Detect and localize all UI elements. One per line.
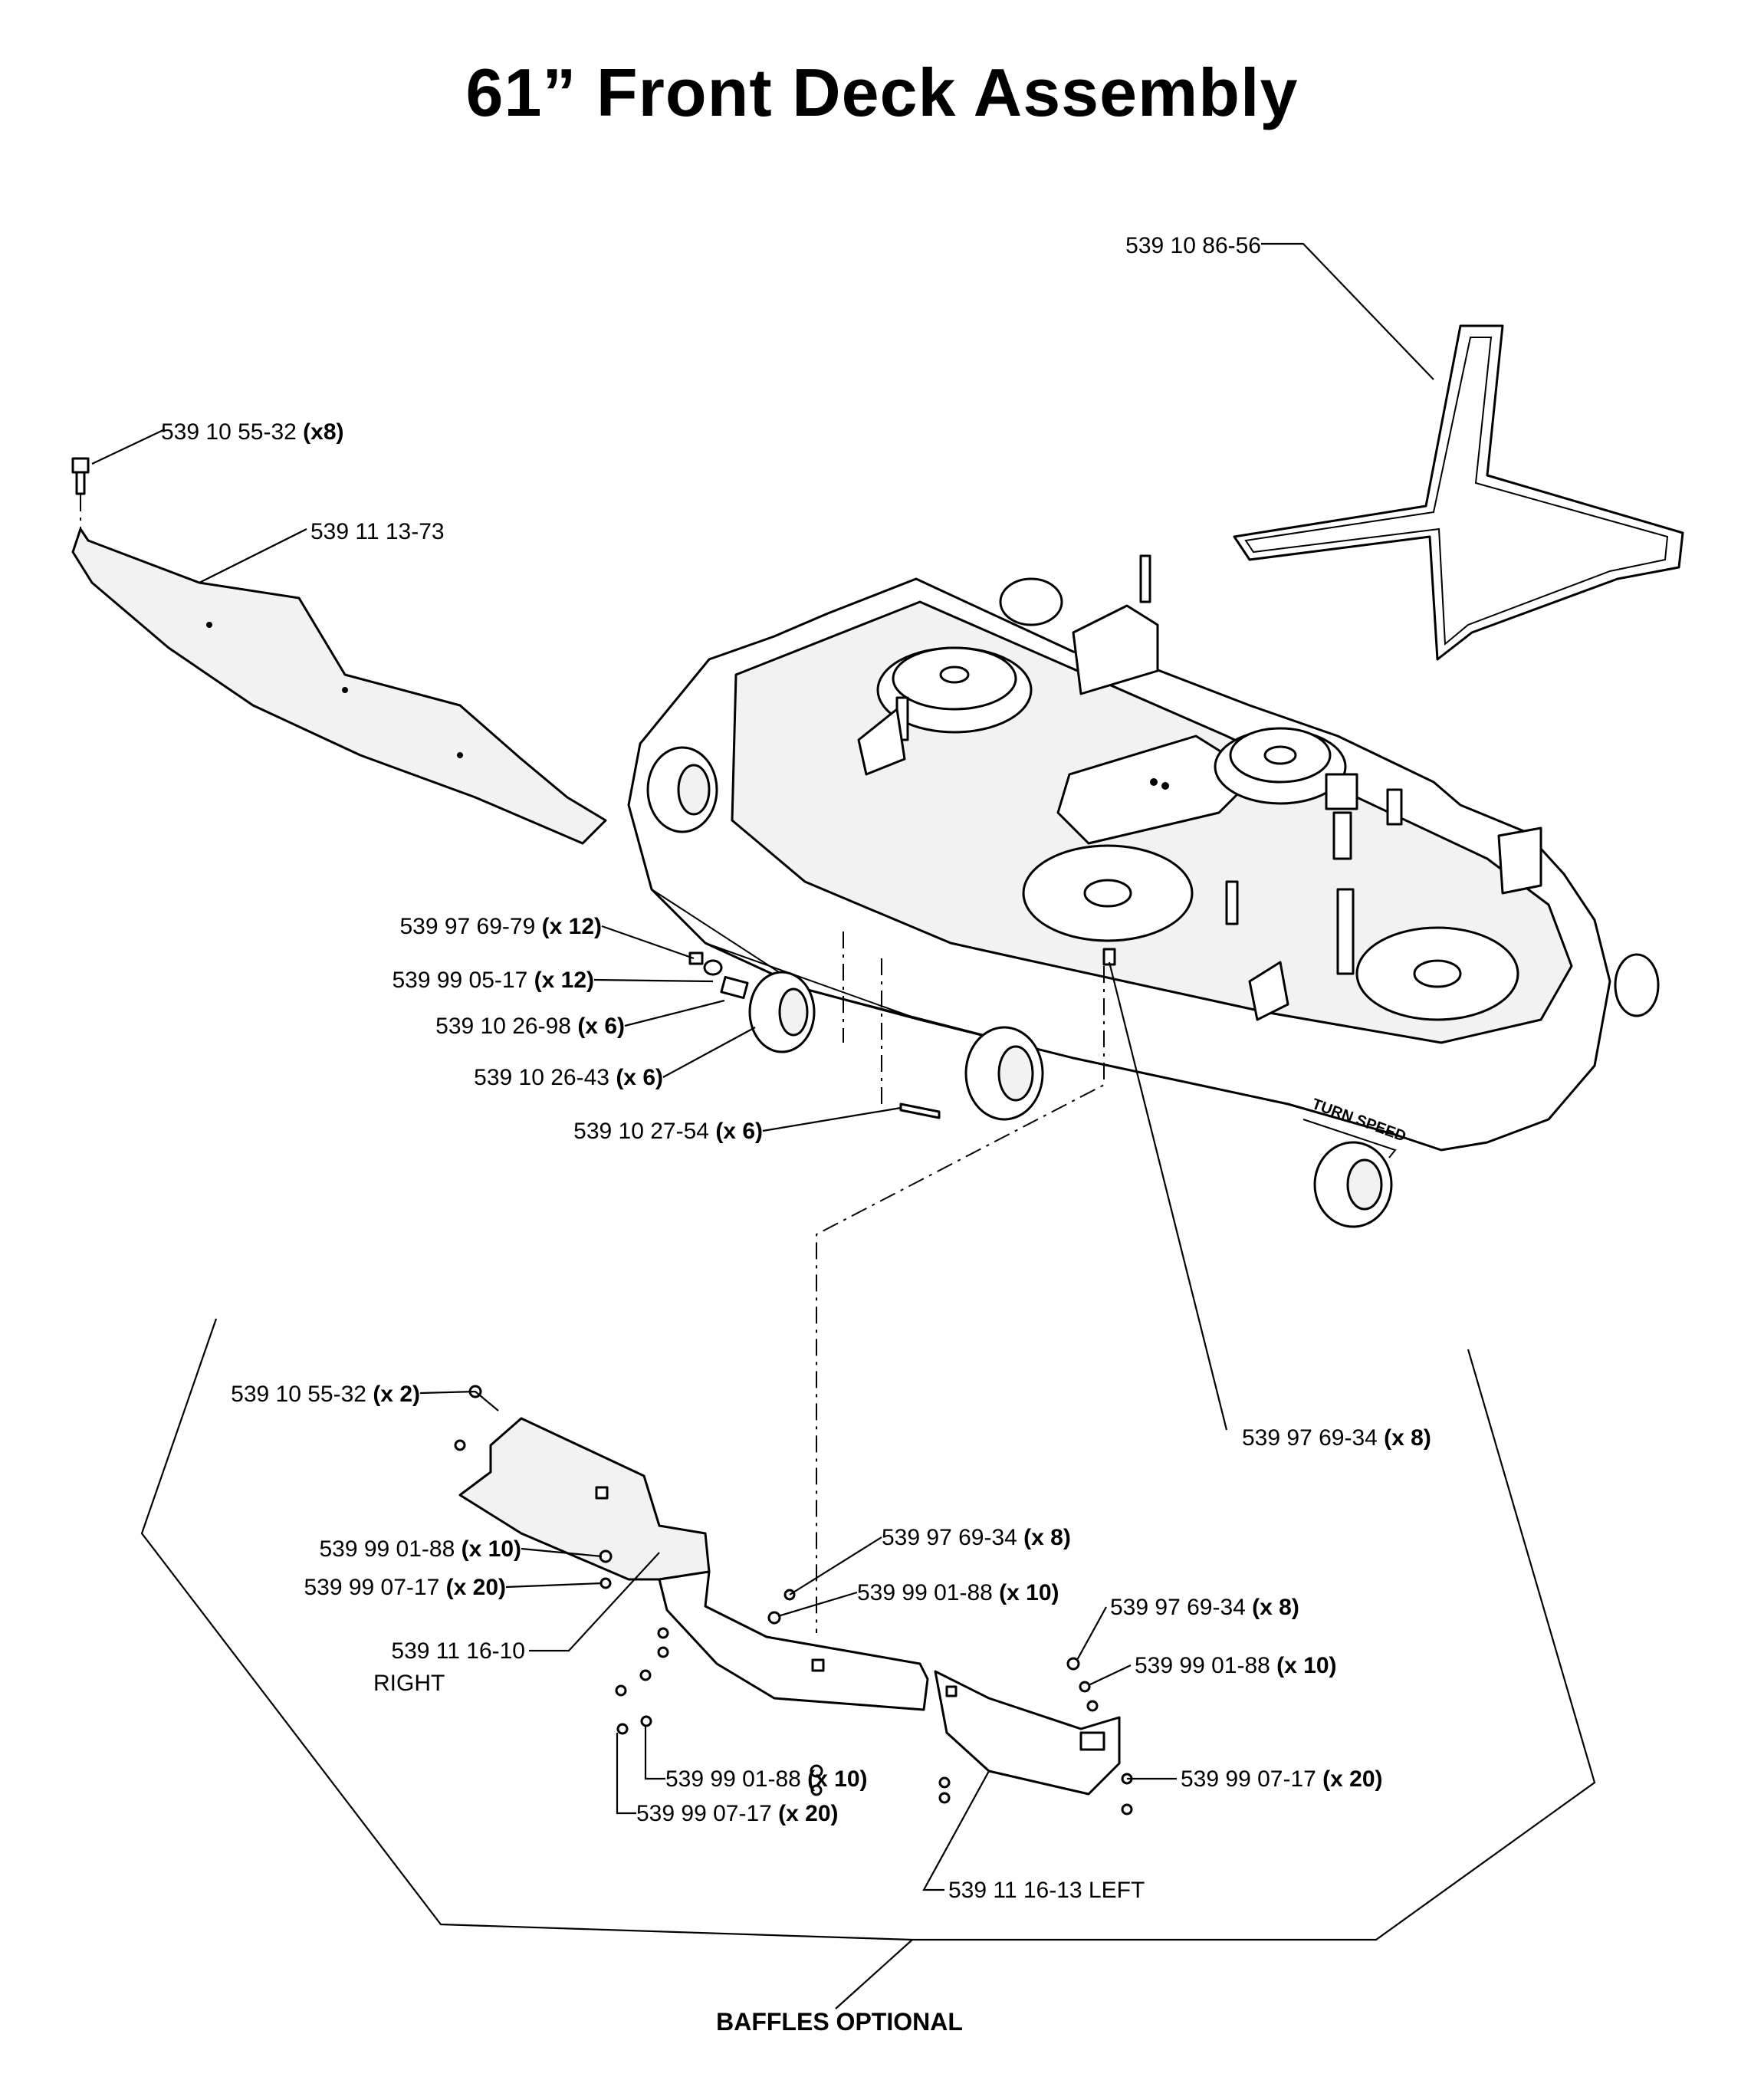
idler-arm [1325,773,1403,975]
baffles-bracket [140,1318,1596,1941]
page-title: 61” Front Deck Assembly [465,54,1299,130]
callout-bolt-r1: 539 99 07-17 (x 20) [304,1575,506,1600]
baffle-hardware [454,1385,1133,1816]
assembly-centerline [816,966,1105,1633]
callout-nut-left: 539 97 69-34 (x 8) [1110,1595,1299,1620]
screw-icon [71,457,90,529]
nut-icon [688,951,704,965]
callout-washer-bottom: 539 99 01-88 (x 10) [665,1766,868,1792]
callout-screw-top: 539 10 55-32 (x8) [161,419,344,445]
deflector-shield [71,527,607,845]
callout-baffle-left: 539 11 16-13 LEFT [948,1878,1145,1903]
baffle-left-part [934,1670,1121,1796]
baffle-center-part [658,1570,929,1711]
center-pulley-icon [1214,727,1347,805]
caster-wheel-icon [646,577,1660,1228]
callout-washer-left: 539 99 01-88 (x 10) [1135,1653,1337,1678]
callout-shield: 539 11 13-73 [310,519,445,544]
callout-screw-baffle: 539 10 55-32 (x 2) [231,1382,420,1407]
callout-washer-r1: 539 99 01-88 (x 10) [319,1536,521,1562]
callout-nut-deck: 539 97 69-34 (x 8) [1242,1425,1431,1451]
spacer-icon [720,975,749,1000]
leader-lines [91,242,1434,1891]
wheel-hardware [688,932,941,1119]
callout-belt: 539 10 86-56 [1125,233,1261,258]
right-spindle-plate [1355,926,1519,1021]
callout-nut-mid: 539 97 69-34 (x 8) [882,1525,1071,1550]
callout-bolt-wheel: 539 10 27-54 (x 6) [573,1119,763,1144]
bolt-icon [899,1103,941,1119]
callout-washer-wheel: 539 99 05-17 (x 12) [392,968,594,993]
drive-belt [1233,324,1684,661]
callout-nut-wheel: 539 97 69-79 (x 12) [399,914,602,939]
rear-bracket [857,604,1542,1021]
left-spindle-plate [1022,844,1194,942]
baffles-optional-note: BAFFLES OPTIONAL [716,2008,963,2036]
callout-bolt-bottom: 539 99 07-17 (x 20) [636,1801,839,1826]
callout-baffle-right: 539 11 16-10 [391,1638,525,1664]
callout-spacer-wheel: 539 10 26-98 (x 6) [435,1014,625,1039]
callout-washer-mid: 539 99 01-88 (x 10) [857,1580,1059,1605]
washer-icon [703,959,723,976]
callout-baffle-right-side: RIGHT [373,1671,445,1696]
callout-bolt-left: 539 99 07-17 (x 20) [1181,1766,1383,1792]
left-pulley-icon [876,646,1033,734]
callout-wheel: 539 10 26-43 (x 6) [474,1065,663,1090]
